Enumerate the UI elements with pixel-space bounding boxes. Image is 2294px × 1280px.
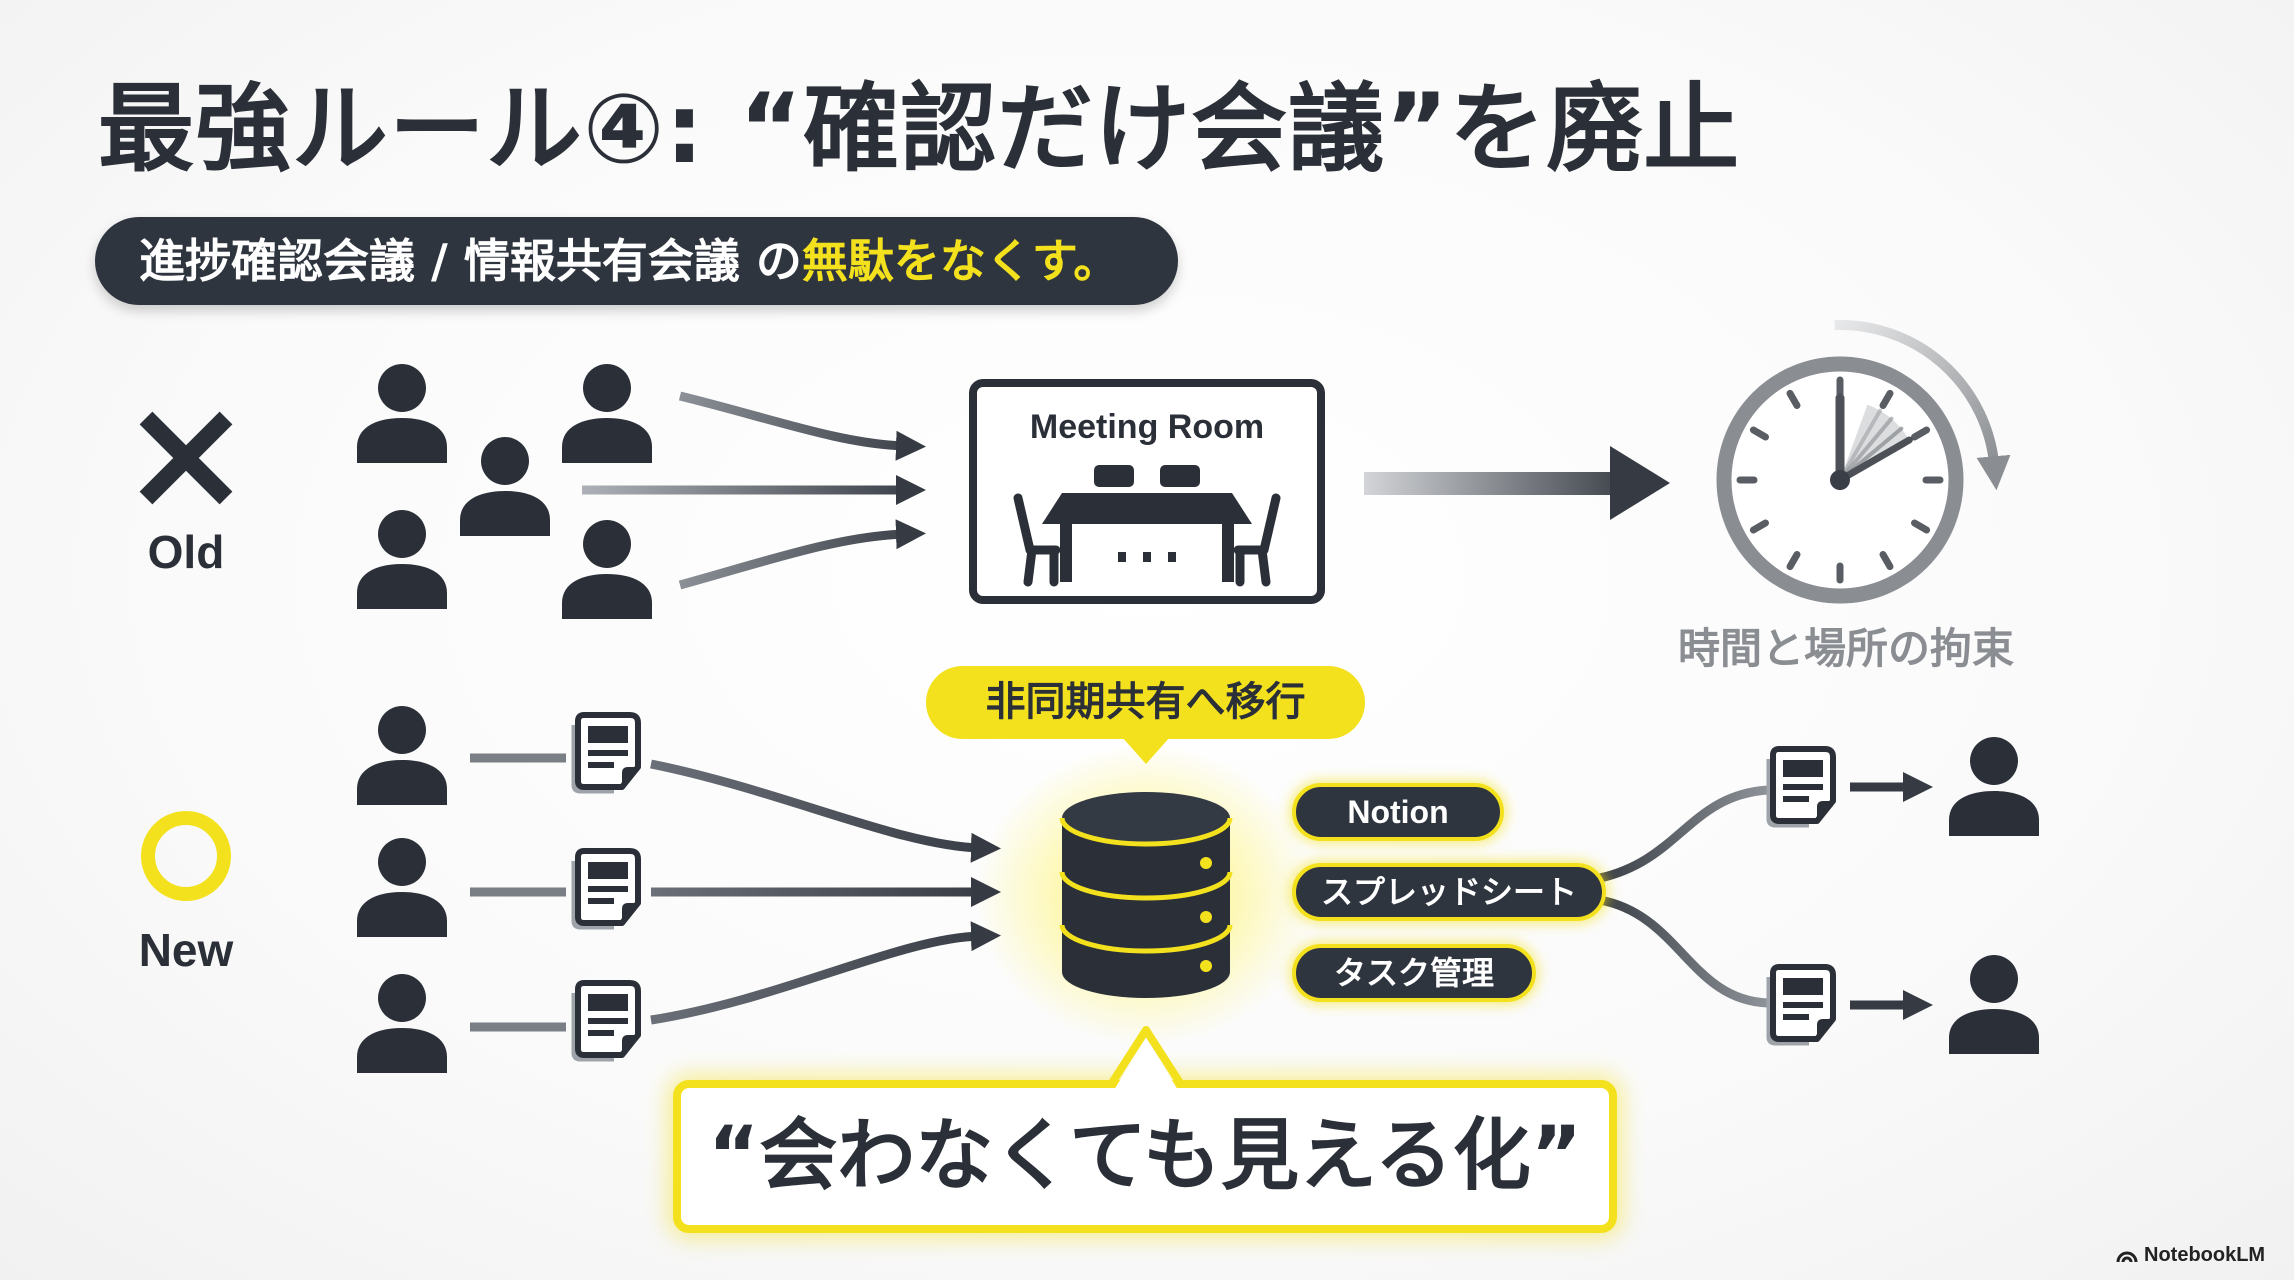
distribution-curves [1599,785,1769,1008]
database-separators [1059,817,1233,954]
document-icon [574,851,638,927]
receivers [1949,737,2039,1054]
document-icon [1769,967,1833,1043]
watermark-text: NotebookLM [2144,1243,2266,1266]
clock-icon [1716,320,2011,604]
receiver-documents [1769,749,1833,1043]
new-label: New [138,924,234,976]
cross-stroke [139,411,233,505]
curve-to-bottom-doc [1599,895,1769,1008]
tool-tag-notion: Notion [1292,783,1504,841]
logo-arc [2116,1251,2138,1263]
transition-bubble: 非同期共有へ移行 [926,666,1365,739]
clock-tick [1879,551,1894,571]
database-separator [1059,871,1233,901]
new-participants [357,706,447,1073]
database-rim [1059,817,1233,847]
motion-line [1838,416,1894,482]
chair-right [1233,493,1281,587]
clock-minute-hand [1836,436,1913,484]
clock-tick [1749,426,1769,441]
clock-tick [1749,519,1769,534]
database-icon [1059,792,1233,998]
cross-icon [139,411,233,505]
table-detail [1118,552,1126,562]
new-arrows [650,759,1001,1025]
tool-tag-task-management: タスク管理 [1292,944,1536,1002]
clock-tick [1911,519,1931,534]
document-icon [574,983,638,1059]
person-icon [357,974,447,1073]
watermark: NotebookLM [2116,1242,2265,1268]
clock-tick [1879,389,1894,409]
database-indicator [1200,911,1212,923]
page-title: 最強ルール④: “確認だけ会議”を廃止 [98,73,1741,185]
big-arrow-to-clock [1364,446,1670,520]
document-icon [574,715,638,791]
big-arrow-head [1610,446,1670,520]
motion-line [1838,408,1882,482]
clock-tick [1911,426,1931,441]
meeting-room-icon [969,379,1325,604]
subtitle-pill: 進捗確認会議 / 情報共有会議 の無駄をなくす。 [95,217,1178,305]
notebooklm-logo-icon [2116,1251,2138,1263]
meeting-room-label: Meeting Room [1029,408,1265,446]
clock-tick [1786,551,1801,571]
chair-back [1160,465,1200,487]
arrow-to-database-bottom [650,921,1001,1025]
callout-box: “会わなくても見える化” [673,1080,1617,1233]
chair-part [1257,545,1271,587]
curve-to-top-doc [1599,785,1769,883]
logo-arc [2121,1256,2133,1263]
arrow-to-database-top [650,759,1001,863]
person-icon [1949,737,2039,836]
person-icon [1949,955,2039,1054]
database-indicator [1200,960,1212,972]
new-documents [574,715,638,1059]
database-body [1062,818,1230,998]
arrow-to-meeting-bottom [678,519,926,590]
person-icon [357,706,447,805]
person-icon [357,364,447,463]
person-icon [357,838,447,937]
chair-part [1259,493,1281,555]
subtitle-highlight: 無駄をなくす。 [801,234,1120,288]
database-indicator [1200,857,1212,869]
receiver-arrows [1850,772,1933,1020]
person-icon [562,520,652,619]
table-detail [1168,552,1176,562]
chair-part [1013,493,1035,555]
chair-part [1023,545,1037,587]
clock-tick [1786,389,1801,409]
table-top [1042,493,1252,524]
constraint-label: 時間と場所の拘束 [1677,624,2014,673]
clock-center [1830,470,1850,490]
old-label: Old [147,526,225,578]
database-separator [1059,924,1233,954]
clock-rotation-arrow [1834,320,2011,491]
person-icon [460,437,550,536]
table-leg [1222,524,1234,582]
big-arrow-shaft [1364,472,1614,495]
table-leg [1060,524,1072,582]
subtitle-prefix: 進捗確認会議 / 情報共有会議 の [139,234,802,288]
old-arrows [582,391,926,590]
transition-bubble-tail [1122,737,1170,764]
database-top [1062,792,1230,844]
chair-left [1013,493,1061,587]
subtitle-text: 進捗確認会議 / 情報共有会議 の無駄をなくす。 [139,217,1119,305]
person-doc-connectors [470,753,566,1032]
circle-icon [141,811,231,901]
chair-back [1094,465,1134,487]
arrow-to-meeting-top [678,391,926,461]
document-icon [1769,749,1833,825]
table-detail [1143,552,1151,562]
clock-ticks [1736,376,1944,584]
person-icon [357,510,447,609]
tool-tag-spreadsheet: スプレッドシート [1292,863,1606,921]
person-icon [562,364,652,463]
